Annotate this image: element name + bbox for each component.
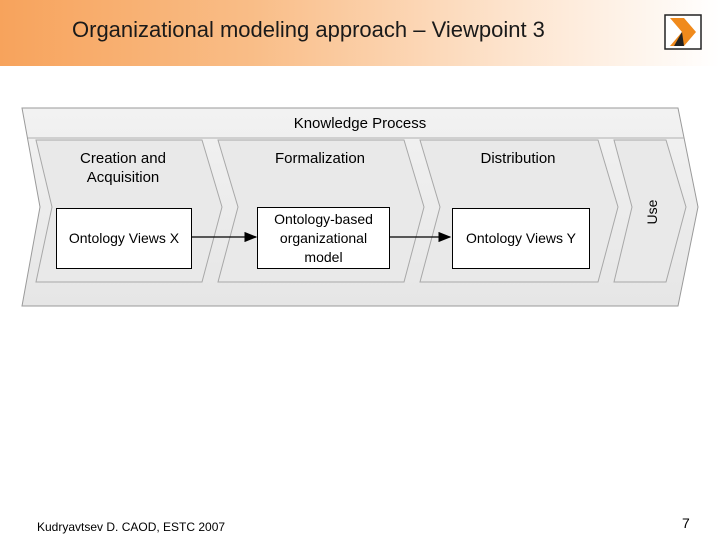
box-ontology-views-x: Ontology Views X xyxy=(56,208,192,269)
box-ontology-views-y: Ontology Views Y xyxy=(452,208,590,269)
stage-label-use: Use xyxy=(644,199,660,225)
stage-label-distribution: Distribution xyxy=(480,150,556,167)
orange-chevron-arrow-icon xyxy=(664,14,702,50)
header-banner xyxy=(0,0,720,66)
stage-label-formalization: Formalization xyxy=(274,150,366,167)
box-ontology-based-model: Ontology-based organizational model xyxy=(257,207,390,269)
slide-title: Organizational modeling approach – Viewp… xyxy=(72,17,545,42)
footer-author: Kudryavtsev D. CAOD, ESTC 2007 xyxy=(37,520,226,534)
process-title: Knowledge Process xyxy=(293,115,427,132)
page-number: 7 xyxy=(682,515,690,531)
stage-label-creation: Creation and Acquisition xyxy=(80,150,166,186)
stage-chevron-use xyxy=(613,139,687,283)
